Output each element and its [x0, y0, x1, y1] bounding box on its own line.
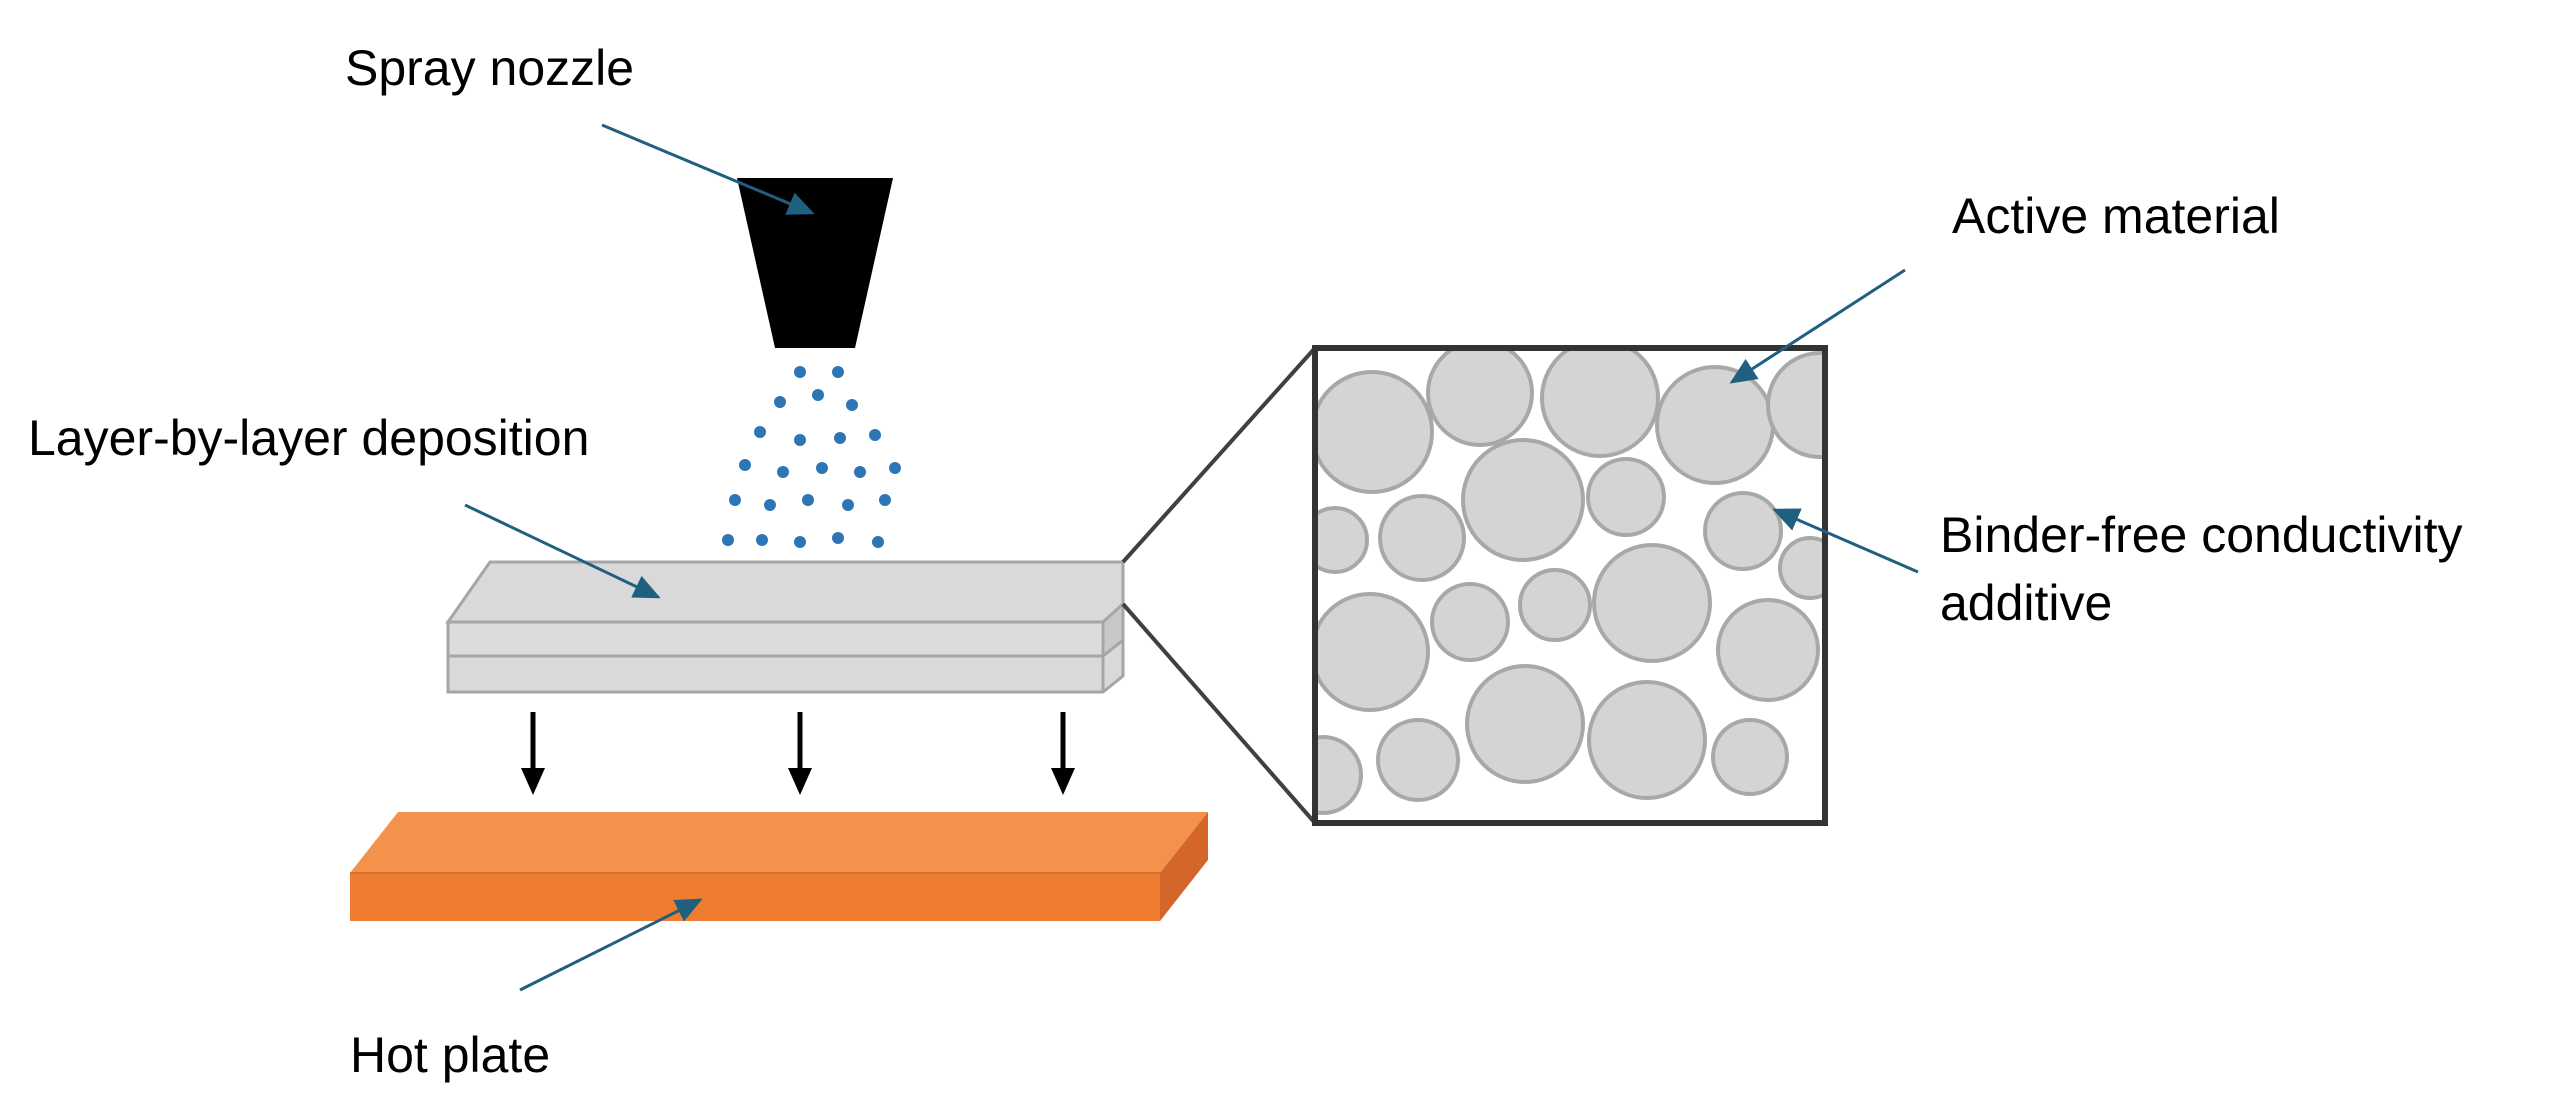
spray-droplet — [774, 396, 786, 408]
active-material-pointer — [1729, 268, 1906, 384]
active-material-particle — [1315, 592, 1430, 712]
spray-droplet — [869, 429, 881, 441]
active-material-particle — [1378, 494, 1466, 582]
spray-nozzle — [737, 178, 893, 348]
hot-plate-top — [350, 812, 1208, 873]
spray-droplet — [756, 534, 768, 546]
active-material-particle — [1315, 370, 1434, 494]
down-arrow-icon — [788, 712, 812, 795]
spray-droplet — [842, 499, 854, 511]
active-material-particle — [1540, 348, 1660, 458]
hot-plate — [350, 812, 1208, 921]
active-material-label: Active material — [1952, 188, 2280, 244]
active-material-particle — [1315, 735, 1363, 815]
spray-droplet — [872, 536, 884, 548]
spray-droplet — [794, 536, 806, 548]
spray-droplet — [729, 494, 741, 506]
spray-droplet — [764, 499, 776, 511]
active-material-particle — [1766, 351, 1825, 459]
active-material-particle — [1711, 718, 1789, 796]
down-arrows — [521, 712, 1075, 795]
zoom-connector-lines — [1121, 346, 1317, 825]
spray-droplet — [879, 494, 891, 506]
active-material-particle — [1426, 348, 1534, 447]
deposited-layers — [445, 560, 1125, 694]
spray-droplet — [812, 389, 824, 401]
spray-droplet — [816, 462, 828, 474]
spray-droplets — [722, 366, 901, 548]
binder-free-additive-pointer — [1772, 508, 1919, 574]
active-material-particle — [1655, 365, 1775, 485]
spray-droplet — [889, 462, 901, 474]
down-arrow-icon — [521, 712, 545, 795]
active-material-particle — [1461, 438, 1585, 562]
active-material-particle — [1430, 582, 1510, 662]
hot-plate-side — [1160, 812, 1208, 921]
active-material-particle — [1376, 718, 1460, 802]
down-arrow-icon — [1051, 712, 1075, 795]
active-material-particle — [1465, 664, 1585, 784]
layer-deposition-label: Layer-by-layer deposition — [28, 410, 589, 466]
zoomed-microstructure — [1312, 345, 1828, 826]
active-material-particle — [1592, 543, 1712, 663]
spray-droplet — [802, 494, 814, 506]
active-material-particle — [1703, 491, 1783, 571]
spray-droplet — [832, 532, 844, 544]
spray-droplet — [846, 399, 858, 411]
active-material-particle — [1778, 536, 1825, 600]
hot-plate-pointer — [519, 898, 703, 992]
hot-plate-label: Hot plate — [350, 1027, 550, 1083]
active-material-particle — [1587, 680, 1707, 800]
layer-deposition-pointer — [464, 503, 661, 599]
spray-droplet — [854, 466, 866, 478]
active-material-particle — [1716, 598, 1820, 702]
hot-plate-front — [350, 873, 1160, 921]
spray-nozzle-pointer — [601, 123, 815, 215]
spray-droplet — [739, 459, 751, 471]
top-layer — [445, 560, 1125, 624]
binder-free-additive-label-line2: additive — [1940, 575, 2112, 631]
spray-droplet — [834, 432, 846, 444]
spray-droplet — [794, 434, 806, 446]
spray-nozzle-label: Spray nozzle — [345, 40, 634, 96]
binder-free-additive-label-line1: Binder-free conductivity — [1940, 507, 2462, 563]
active-material-particle — [1586, 457, 1666, 537]
active-material-particle — [1518, 568, 1592, 642]
spray-droplet — [722, 534, 734, 546]
active-material-particle — [1315, 506, 1369, 574]
zoom-frame — [1312, 345, 1828, 826]
spray-droplet — [794, 366, 806, 378]
pointer-lines — [464, 123, 1919, 992]
spray-droplet — [754, 426, 766, 438]
spray-droplet — [832, 366, 844, 378]
spray-droplet — [777, 466, 789, 478]
